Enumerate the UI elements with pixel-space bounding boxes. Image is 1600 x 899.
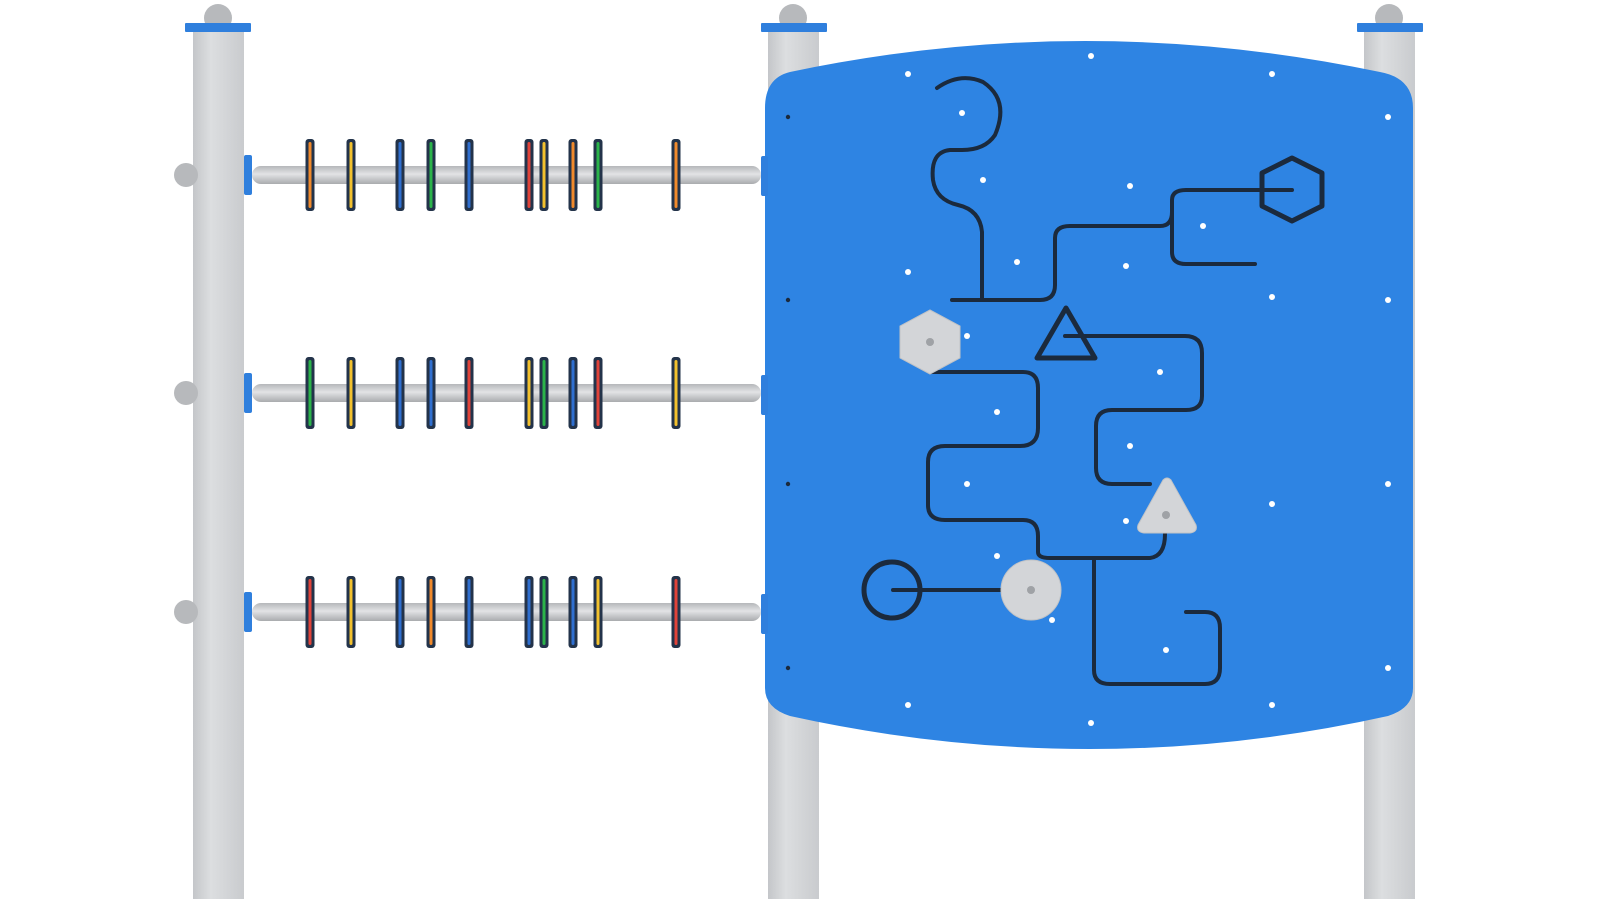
- abacus-bead-red[interactable]: [305, 576, 315, 648]
- abacus-bead-orange[interactable]: [671, 139, 681, 211]
- abacus-bead-yellow[interactable]: [346, 576, 356, 648]
- maze-panel: [765, 41, 1413, 749]
- abacus-bead-green[interactable]: [426, 139, 436, 211]
- rivet-dot: [1269, 501, 1275, 507]
- rivet-dot: [1269, 71, 1275, 77]
- maze-track-upper-stub: [1170, 210, 1257, 266]
- left-post-bolts: [174, 163, 198, 624]
- rivet-dot: [994, 409, 1000, 415]
- rivet-dot: [1200, 223, 1206, 229]
- rivet-dot: [905, 702, 911, 708]
- hexagon-slider[interactable]: [899, 309, 961, 375]
- rivet-dot: [1049, 617, 1055, 623]
- post-left-cap: [185, 23, 251, 32]
- panel-board: [765, 41, 1413, 749]
- rivet-dot: [785, 665, 791, 671]
- rivet-dot: [1127, 443, 1133, 449]
- hexagon-endpoint-icon: [1259, 155, 1325, 224]
- rivet-dot: [994, 553, 1000, 559]
- rivet-dot: [1088, 720, 1094, 726]
- circle-slider[interactable]: [1000, 559, 1062, 621]
- rivet-dot: [905, 269, 911, 275]
- rivet-dot: [1123, 263, 1129, 269]
- rivet-dot: [1127, 183, 1133, 189]
- maze-tracks: [891, 76, 1294, 686]
- rivet-dot: [1088, 53, 1094, 59]
- maze-track-upper-right: [980, 188, 1294, 302]
- rivet-dot: [1269, 702, 1275, 708]
- rivet-dot: [785, 297, 791, 303]
- circle-endpoint-icon: [861, 559, 923, 621]
- rivet-dot: [1385, 481, 1391, 487]
- maze-track-hex-branch: [926, 298, 1167, 560]
- maze-track-triangle-branch: [1063, 334, 1204, 486]
- abacus-bead-blue[interactable]: [395, 576, 405, 648]
- abacus-bead-green[interactable]: [593, 139, 603, 211]
- abacus-rod: [252, 166, 761, 184]
- rivet-dot: [905, 71, 911, 77]
- maze-track-lower-loop: [1092, 556, 1222, 686]
- rivet-dot: [1123, 518, 1129, 524]
- post-right-cap: [1357, 23, 1423, 32]
- abacus-bead-yellow[interactable]: [346, 139, 356, 211]
- abacus-bead-green[interactable]: [305, 357, 315, 429]
- abacus-bead-yellow[interactable]: [539, 139, 549, 211]
- panel-rivets: [785, 53, 1391, 726]
- post-left: [185, 4, 251, 899]
- abacus-bead-red[interactable]: [464, 357, 474, 429]
- rivet-dot: [1385, 297, 1391, 303]
- maze-track-top-snake: [930, 76, 1003, 302]
- abacus-bead-green[interactable]: [539, 576, 549, 648]
- rivet-dot: [1163, 647, 1169, 653]
- abacus-bead-orange[interactable]: [426, 576, 436, 648]
- rivet-dot: [1385, 114, 1391, 120]
- abacus-bead-red[interactable]: [524, 139, 534, 211]
- triangle-slider-screw-icon: [1162, 511, 1170, 519]
- abacus-bead-green[interactable]: [539, 357, 549, 429]
- abacus-rod: [252, 603, 761, 621]
- abacus-bead-orange[interactable]: [568, 139, 578, 211]
- abacus-bead-blue[interactable]: [464, 576, 474, 648]
- abacus: [244, 139, 761, 648]
- abacus-bead-blue[interactable]: [426, 357, 436, 429]
- abacus-bead-orange[interactable]: [305, 139, 315, 211]
- abacus-bead-blue[interactable]: [524, 576, 534, 648]
- rod-bracket-left: [244, 592, 252, 632]
- rivet-dot: [980, 177, 986, 183]
- rivet-dot: [964, 333, 970, 339]
- circle-slider-screw-icon: [1027, 586, 1035, 594]
- rivet-dot: [1014, 259, 1020, 265]
- abacus-bead-red[interactable]: [671, 576, 681, 648]
- abacus-bead-blue[interactable]: [568, 357, 578, 429]
- abacus-rod: [252, 384, 761, 402]
- abacus-bead-yellow[interactable]: [524, 357, 534, 429]
- rivet-dot: [785, 114, 791, 120]
- rivet-dot: [959, 110, 965, 116]
- abacus-bead-yellow[interactable]: [346, 357, 356, 429]
- post-middle-cap: [761, 23, 827, 32]
- rivet-dot: [1385, 665, 1391, 671]
- panel-brackets: [761, 156, 768, 634]
- triangle-endpoint-icon: [1034, 305, 1098, 361]
- abacus-bead-blue[interactable]: [568, 576, 578, 648]
- abacus-bead-yellow[interactable]: [593, 576, 603, 648]
- rod-bracket-left: [244, 155, 252, 195]
- abacus-bead-blue[interactable]: [395, 357, 405, 429]
- abacus-bead-yellow[interactable]: [671, 357, 681, 429]
- rod-bracket-left: [244, 373, 252, 413]
- hexagon-slider-screw-icon: [926, 338, 934, 346]
- rivet-dot: [785, 481, 791, 487]
- abacus-bead-blue[interactable]: [464, 139, 474, 211]
- abacus-bead-red[interactable]: [593, 357, 603, 429]
- maze-endpoints: [861, 155, 1325, 621]
- rivet-dot: [1157, 369, 1163, 375]
- abacus-bead-blue[interactable]: [395, 139, 405, 211]
- triangle-slider[interactable]: [1137, 477, 1197, 534]
- maze-sliders[interactable]: [899, 309, 1197, 621]
- rivet-dot: [964, 481, 970, 487]
- rivet-dot: [1269, 294, 1275, 300]
